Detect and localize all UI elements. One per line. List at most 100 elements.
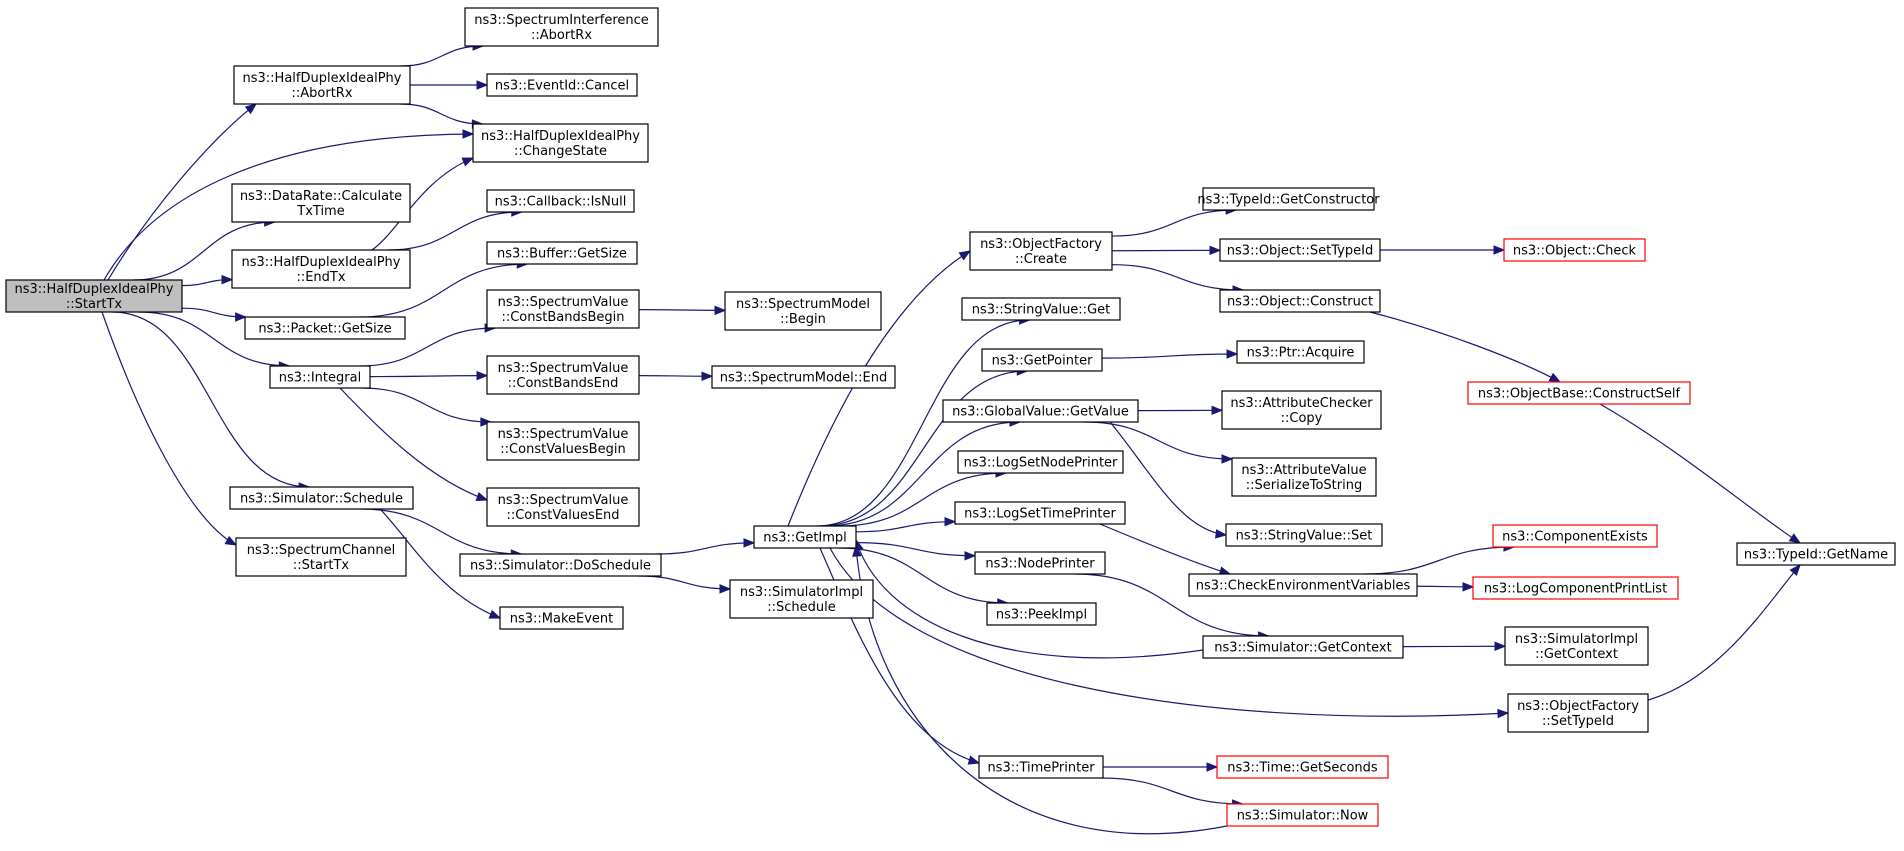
node-checkEnv[interactable]: ns3::CheckEnvironmentVariables [1188, 573, 1418, 597]
node-box [942, 399, 1139, 423]
edge-gvGetValue-to-strSet [1109, 421, 1228, 539]
node-box [486, 241, 638, 265]
node-tidGetName[interactable]: ns3::TypeId::GetName [1736, 542, 1896, 566]
node-box [269, 365, 371, 389]
node-gvGetValue[interactable]: ns3::GlobalValue::GetValue [942, 399, 1139, 423]
node-timePrinter[interactable]: ns3::TimePrinter [978, 755, 1104, 779]
edge-hdAbort-to-eventCancel [410, 80, 489, 90]
arrowhead [1206, 762, 1219, 772]
node-box [1467, 381, 1691, 405]
node-root: ns3::HalfDuplexIdealPhy::StartTx [5, 279, 183, 313]
node-bufSize[interactable]: ns3::Buffer::GetSize [486, 241, 638, 265]
node-cvEnd[interactable]: ns3::SpectrumValue::ConstValuesEnd [486, 487, 640, 527]
node-objCheck[interactable]: ns3::Object::Check [1503, 238, 1646, 262]
arrowhead [1211, 405, 1224, 416]
node-nodePrinter[interactable]: ns3::NodePrinter [974, 551, 1106, 575]
node-label: ns3::LogComponentPrintList [1484, 582, 1667, 597]
node-cvBegin[interactable]: ns3::SpectrumValue::ConstValuesBegin [486, 421, 640, 461]
node-getPointer[interactable]: ns3::GetPointer [981, 348, 1103, 372]
node-label: ns3::SpectrumInterference [474, 13, 649, 28]
node-ofSetTid[interactable]: ns3::ObjectFactory::SetTypeId [1507, 693, 1649, 733]
node-label: ::ConstValuesEnd [506, 508, 619, 523]
edge-root-to-hdAbort [107, 103, 258, 281]
node-box [1236, 340, 1365, 364]
node-endTx[interactable]: ns3::HalfDuplexIdealPhy::EndTx [231, 249, 411, 289]
node-cbIsNull[interactable]: ns3::Callback::IsNull [486, 189, 635, 213]
node-box [961, 297, 1121, 321]
edge-doSchedule-to-getImpl [656, 538, 756, 555]
node-simImplSchedule[interactable]: ns3::SimulatorImpl::Schedule [729, 579, 874, 619]
node-label: ::EndTx [296, 270, 345, 285]
node-simImplGetCtx[interactable]: ns3::SimulatorImpl::GetContext [1504, 626, 1649, 666]
edge-getImpl-to-logTime [855, 516, 957, 533]
node-specIntAbort[interactable]: ns3::SpectrumInterference::AbortRx [464, 7, 659, 47]
node-box [231, 183, 411, 223]
node-doSchedule[interactable]: ns3::Simulator::DoSchedule [459, 553, 662, 577]
node-label: ns3::SpectrumValue [498, 295, 629, 310]
node-label: ::AbortRx [291, 86, 352, 101]
node-makeEvent[interactable]: ns3::MakeEvent [499, 606, 624, 630]
node-label: ::ConstBandsBegin [501, 310, 624, 325]
node-logNode[interactable]: ns3::LogSetNodePrinter [957, 450, 1124, 474]
node-pktSize[interactable]: ns3::Packet::GetSize [244, 316, 406, 340]
node-cbBegin[interactable]: ns3::SpectrumValue::ConstBandsBegin [486, 289, 640, 329]
edge-getImpl-to-nodePrinter [855, 542, 977, 561]
node-label: ns3::SpectrumValue [498, 361, 629, 376]
node-simGetCtx[interactable]: ns3::Simulator::GetContext [1202, 635, 1404, 659]
node-logCompPrint[interactable]: ns3::LogComponentPrintList [1472, 576, 1679, 600]
node-label: ns3::Object::Construct [1227, 295, 1373, 310]
node-tidGetCtor[interactable]: ns3::TypeId::GetConstructor [1197, 187, 1380, 211]
node-objConstruct[interactable]: ns3::Object::Construct [1219, 289, 1381, 313]
node-integral[interactable]: ns3::Integral [269, 365, 371, 389]
node-box [981, 348, 1103, 372]
node-label: ns3::GetImpl [763, 531, 847, 546]
node-box [486, 355, 640, 395]
edge-checkEnv-to-logCompPrint [1416, 582, 1475, 592]
node-compExists[interactable]: ns3::ComponentExists [1492, 524, 1658, 548]
node-specChanStart[interactable]: ns3::SpectrumChannel::StartTx [235, 537, 407, 577]
node-objSetTid[interactable]: ns3::Object::SetTypeId [1219, 238, 1381, 262]
edge-hdAbort-to-changeState [400, 103, 484, 129]
node-hdAbort[interactable]: ns3::HalfDuplexIdealPhy::AbortRx [233, 65, 411, 105]
node-ptrAcquire[interactable]: ns3::Ptr::Acquire [1236, 340, 1365, 364]
node-box [229, 486, 414, 510]
node-smBegin[interactable]: ns3::SpectrumModel::Begin [724, 291, 882, 331]
node-acCopy[interactable]: ns3::AttributeChecker::Copy [1221, 390, 1382, 430]
node-changeState[interactable]: ns3::HalfDuplexIdealPhy::ChangeState [472, 123, 649, 163]
node-ofCreate[interactable]: ns3::ObjectFactory::Create [969, 231, 1113, 271]
node-obConstructSelf[interactable]: ns3::ObjectBase::ConstructSelf [1467, 381, 1691, 405]
node-timeGetSec[interactable]: ns3::Time::GetSeconds [1216, 755, 1389, 779]
arrowhead [714, 305, 727, 316]
node-strGet[interactable]: ns3::StringValue::Get [961, 297, 1121, 321]
arrowhead [1221, 454, 1234, 464]
node-avSerialize[interactable]: ns3::AttributeValue::SerializeToString [1231, 457, 1377, 497]
node-label: ::ConstValuesBegin [500, 442, 625, 457]
node-box [486, 189, 635, 213]
node-smEnd[interactable]: ns3::SpectrumModel::End [711, 365, 896, 389]
node-label: ns3::Buffer::GetSize [497, 247, 627, 262]
arrowhead [1494, 641, 1507, 651]
node-box [233, 65, 411, 105]
edge-checkEnv-to-compExists [1364, 542, 1516, 575]
node-peekImpl[interactable]: ns3::PeekImpl [986, 602, 1097, 626]
node-label: ns3::NodePrinter [985, 557, 1095, 572]
arrowhead [701, 371, 714, 381]
node-logTime[interactable]: ns3::LogSetTimePrinter [954, 501, 1126, 525]
arrowhead [235, 312, 247, 322]
node-strSet[interactable]: ns3::StringValue::Set [1225, 523, 1383, 547]
node-simSchedule[interactable]: ns3::Simulator::Schedule [229, 486, 414, 510]
node-box [486, 73, 638, 97]
node-cbEnd[interactable]: ns3::SpectrumValue::ConstBandsEnd [486, 355, 640, 395]
node-eventCancel[interactable]: ns3::EventId::Cancel [486, 73, 638, 97]
arrowhead [967, 755, 981, 765]
node-simNow[interactable]: ns3::Simulator::Now [1226, 803, 1379, 827]
node-box [954, 501, 1126, 525]
node-box [1202, 635, 1404, 659]
edge-integral-to-cvEnd [339, 387, 489, 501]
edge-simGetCtx-to-simImplGetCtx [1402, 641, 1507, 651]
node-label: ns3::ObjectFactory [1517, 699, 1639, 714]
node-box [1221, 390, 1382, 430]
node-getImpl[interactable]: ns3::GetImpl [753, 525, 857, 549]
